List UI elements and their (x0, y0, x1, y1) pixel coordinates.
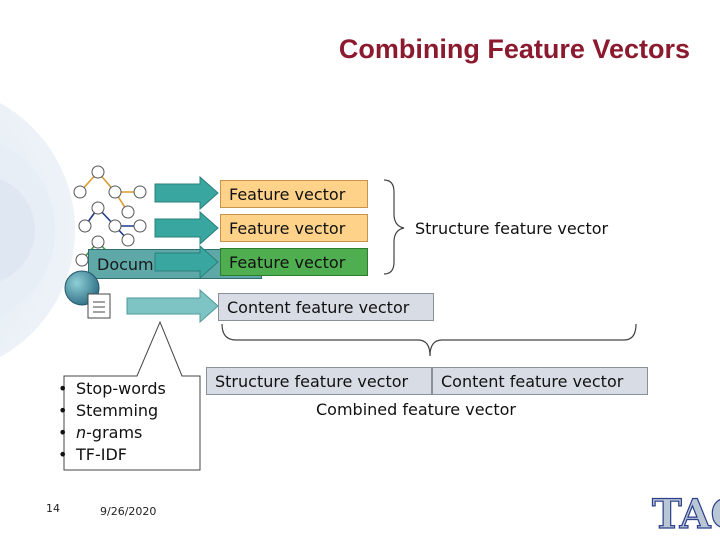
tree-structure-icon (73, 165, 147, 267)
preprocessing-list: Stop-words Stemming n-grams TF-IDF (58, 378, 166, 466)
combine-brace (221, 323, 637, 357)
combined-content-box: Content feature vector (432, 367, 648, 395)
feature-vector-box-2: Feature vector (220, 214, 368, 242)
arrow-2 (154, 210, 219, 246)
feature-vector-box-1: Feature vector (220, 180, 368, 208)
list-item: n-grams (58, 422, 166, 444)
structure-feature-vector-label: Structure feature vector (415, 219, 609, 238)
list-item: Stemming (58, 400, 166, 422)
arrow-1 (154, 175, 219, 211)
combined-feature-vector-label: Combined feature vector (316, 400, 516, 419)
tao-logo: TAO (651, 490, 720, 536)
content-arrow (126, 288, 219, 324)
slide-title: Combining Feature Vectors (338, 34, 690, 64)
structure-bracket (383, 179, 405, 275)
list-item: Stop-words (58, 378, 166, 400)
logo-text: TAO (652, 491, 720, 536)
slide-date: 9/26/2020 (100, 505, 157, 518)
document-page-icon (87, 293, 111, 319)
page-number: 14 (46, 502, 60, 515)
arrow-3 (154, 244, 219, 280)
content-feature-vector-box: Content feature vector (218, 293, 434, 321)
list-item: TF-IDF (58, 444, 166, 466)
combined-structure-box: Structure feature vector (206, 367, 432, 395)
feature-vector-box-3: Feature vector (220, 248, 368, 276)
